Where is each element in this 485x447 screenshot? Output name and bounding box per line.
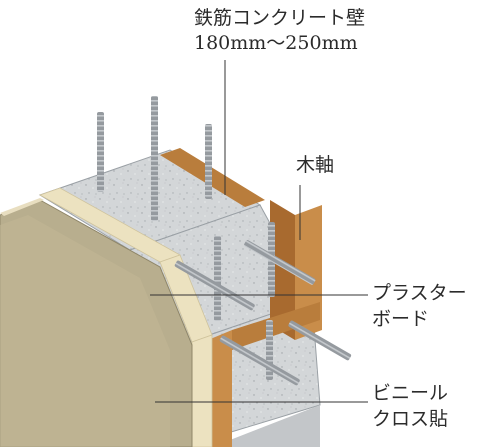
label-vinyl-cloth-line1: ビニール (372, 382, 449, 404)
label-wood-stud: 木軸 (296, 154, 335, 176)
rebar-vertical-1 (97, 112, 104, 192)
rebar-horizontal-2 (244, 240, 316, 285)
label-plaster-board: プラスター ボード (372, 280, 467, 332)
rebar-vertical-3 (205, 124, 212, 199)
label-plaster-board-line1: プラスター (372, 282, 467, 304)
rebar-vertical-2 (151, 96, 158, 221)
rebar-horizontal-4 (288, 320, 352, 361)
wood-stud-frame (160, 148, 322, 447)
leader-lines (150, 60, 368, 403)
vinyl-cloth-layer (0, 198, 44, 216)
rebar-horizontal-1 (174, 260, 255, 311)
plaster-board (0, 187, 213, 447)
label-concrete-wall: 鉄筋コンクリート壁 180mm〜250mm (194, 6, 365, 56)
rebar-vertical-4 (214, 236, 221, 321)
label-vinyl-cloth: ビニール クロス貼 (372, 380, 448, 432)
rebar-grid (97, 96, 352, 386)
label-concrete-wall-name: 鉄筋コンクリート壁 (194, 7, 366, 29)
label-concrete-wall-thickness: 180mm〜250mm (194, 32, 358, 54)
label-vinyl-cloth-line2: クロス貼 (372, 408, 449, 430)
label-plaster-board-line2: ボード (372, 308, 430, 330)
rebar-horizontal-3 (219, 335, 300, 386)
